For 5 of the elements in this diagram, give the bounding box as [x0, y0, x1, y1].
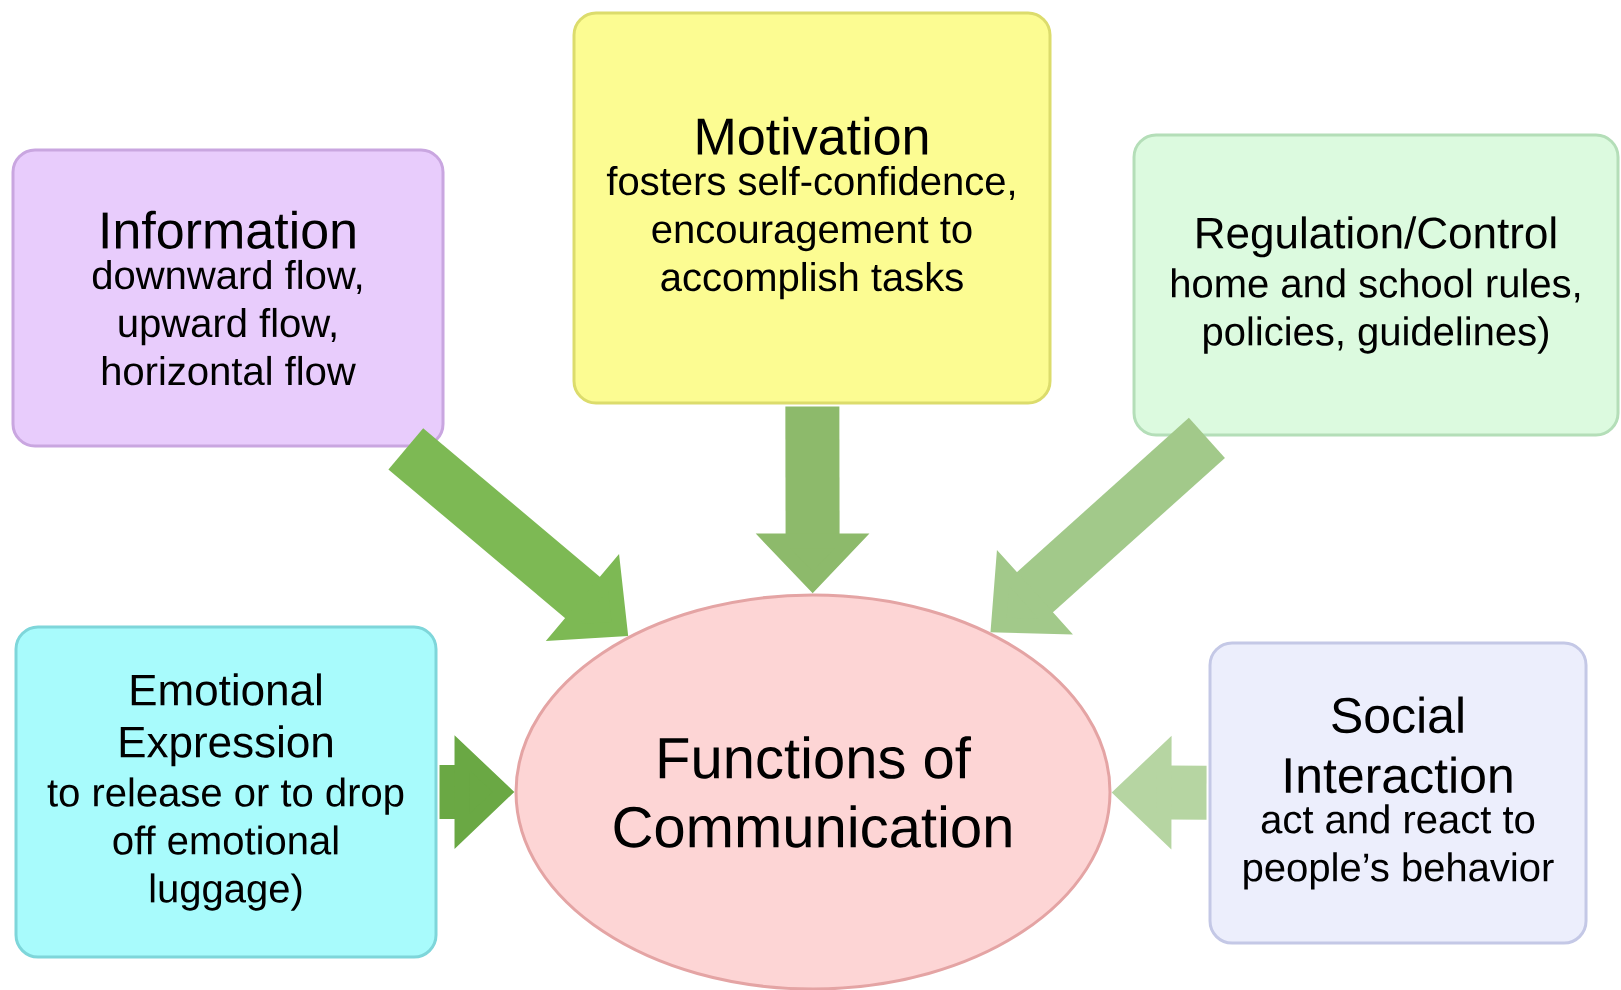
- function-box: Motivation fosters self-confidence, encouragement to accomplish tasks: [572, 11, 1052, 405]
- function-box: Social Interaction act and react to people’s behavior: [1208, 641, 1588, 945]
- function-box: Regulation/Control home and school rules, policies, guidelines): [1132, 133, 1620, 437]
- function-box: Information downward flow, upward flow, horizontal flow: [11, 148, 445, 448]
- function-box: Emotional Expression to release or to drop off emotional luggage): [14, 625, 438, 959]
